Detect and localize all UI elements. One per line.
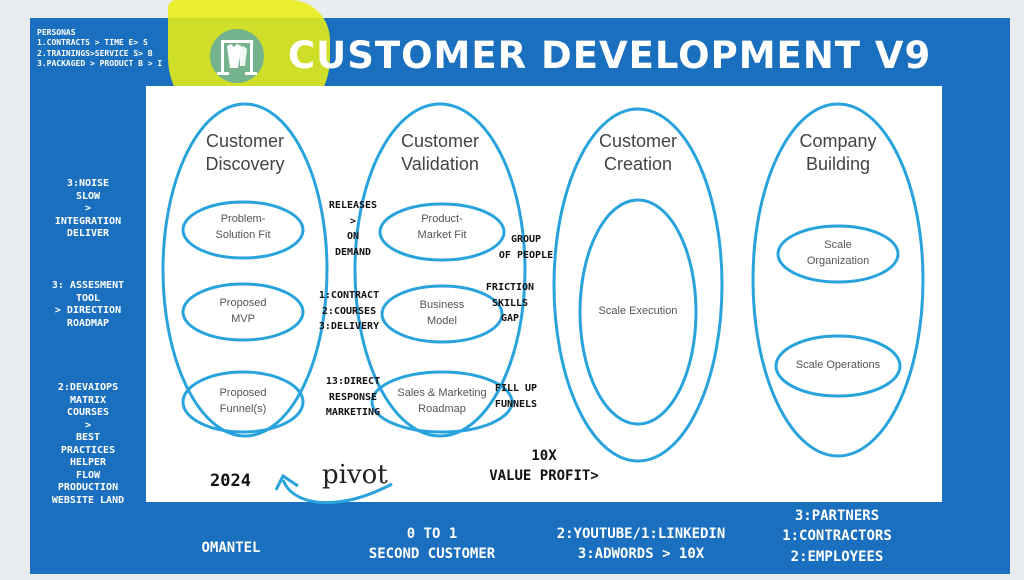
pivot-label: pivot (322, 460, 388, 490)
scale-execution-outline (578, 198, 698, 426)
problem-solution-outline (181, 200, 305, 260)
annotation-group-of-people: GROUP OF PEOPLE (498, 234, 554, 261)
customer-validation-title: Customer Validation (400, 131, 480, 175)
proposed-mvp-outline (181, 282, 305, 342)
annotation-contract: 1:CONTRACT 2:COURSES 3:DELIVERY (318, 290, 380, 332)
building-column-outline (751, 102, 925, 458)
annotation-friction: FRICTION SKILLS GAP (485, 282, 535, 324)
value-profit-label: 10X VALUE PROFIT> (489, 448, 599, 485)
annotation-releases: RELEASES > ON DEMAND (328, 200, 378, 258)
product-market-outline (378, 202, 506, 262)
left-note-assessment: 3: ASSESMENT TOOL > DIRECTION ROADMAP (51, 280, 125, 329)
discovery-column-outline (161, 102, 329, 438)
company-building-title: Company Building (799, 131, 877, 175)
proposed-funnel-outline (181, 370, 305, 434)
product-market-fit: Product- Market Fit (417, 213, 467, 241)
scale-ops-outline (774, 334, 902, 398)
bottom-zero-to-one: 0 TO 1 SECOND CUSTOMER (368, 526, 496, 563)
bottom-channels: 2:YOUTUBE/1:LINKEDIN 3:ADWORDS > 10X (556, 526, 726, 563)
sales-roadmap-outline (370, 370, 514, 434)
customer-creation-title: Customer Creation (598, 131, 678, 175)
bottom-omantel: OMANTEL (201, 540, 261, 556)
curved-arrow-icon (281, 479, 393, 505)
creation-column-outline (552, 107, 724, 463)
scale-operations: Scale Operations (795, 359, 881, 371)
annotation-fill-funnels: FILL UP FUNNELS (494, 383, 538, 410)
validation-column-outline (353, 102, 527, 438)
diagram-panel (146, 86, 942, 502)
bottom-partners: 3:PARTNERS 1:CONTRACTORS 2:EMPLOYEES (782, 508, 892, 565)
problem-solution-fit: Problem- Solution Fit (215, 213, 271, 241)
year-label: 2024 (210, 471, 251, 491)
personas-list: PERSONAS 1.CONTRACTS > TIME E> S 2.TRAIN… (37, 28, 163, 69)
proposed-funnels: Proposed Funnel(s) (219, 387, 267, 415)
page-title: CUSTOMER DEVELOPMENT V9 (288, 34, 932, 77)
annotation-direct-response: 13:DIRECT RESPONSE MARKETING (325, 376, 381, 418)
scale-organization: Scale Organization (806, 239, 870, 267)
scale-execution: Scale Execution (598, 305, 678, 317)
scale-org-outline (776, 224, 900, 284)
left-note-devaiops: 2:DEVAIOPS MATRIX COURSES > BEST PRACTIC… (51, 382, 125, 506)
left-note-noise: 3:NOISE SLOW > INTEGRATION DELIVER (54, 178, 122, 239)
sales-marketing-roadmap: Sales & Marketing Roadmap (397, 387, 487, 415)
customer-discovery-title: Customer Discovery (205, 131, 285, 175)
business-model: Business Model (419, 299, 465, 327)
clothes-rack-icon (210, 29, 264, 83)
proposed-mvp: Proposed MVP (219, 297, 267, 325)
business-model-outline (380, 284, 504, 344)
